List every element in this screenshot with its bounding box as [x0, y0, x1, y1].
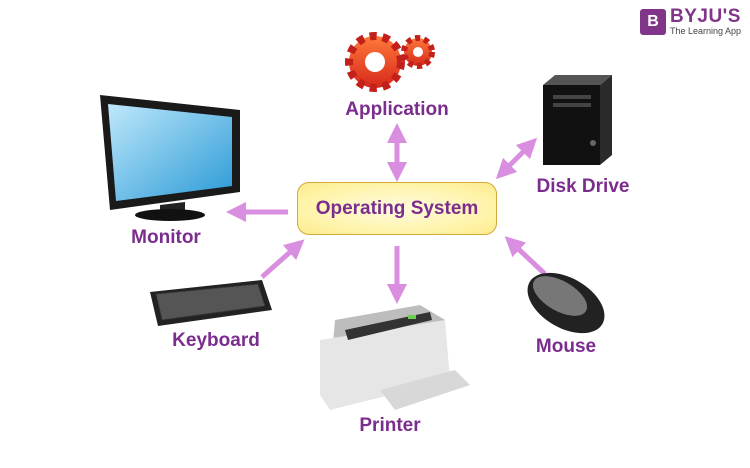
gears-icon: [345, 32, 435, 92]
arrow-mouse: [504, 236, 547, 276]
application-label: Application: [345, 99, 449, 120]
arrow-keyboard: [260, 239, 305, 279]
brand-name: BYJU'S: [670, 6, 741, 27]
brand-tagline: The Learning App: [670, 26, 742, 36]
keyboard-icon: [150, 280, 272, 326]
mouse-icon: [527, 272, 605, 334]
printer-icon: [320, 305, 470, 410]
keyboard-label: Keyboard: [172, 330, 260, 351]
printer-label: Printer: [359, 415, 421, 436]
operating-system-label: Operating System: [315, 197, 479, 219]
disk-drive-label: Disk Drive: [536, 176, 630, 197]
monitor-label: Monitor: [131, 227, 201, 248]
byjus-logo: B BYJU'S The Learning App: [640, 6, 742, 36]
mouse-label: Mouse: [535, 336, 597, 357]
monitor-icon: [100, 95, 240, 221]
arrow-disk-drive: [495, 137, 538, 180]
operating-system-box: Operating System: [297, 182, 497, 235]
byjus-logo-mark: B: [640, 9, 666, 35]
disk-drive-icon: [543, 75, 612, 165]
